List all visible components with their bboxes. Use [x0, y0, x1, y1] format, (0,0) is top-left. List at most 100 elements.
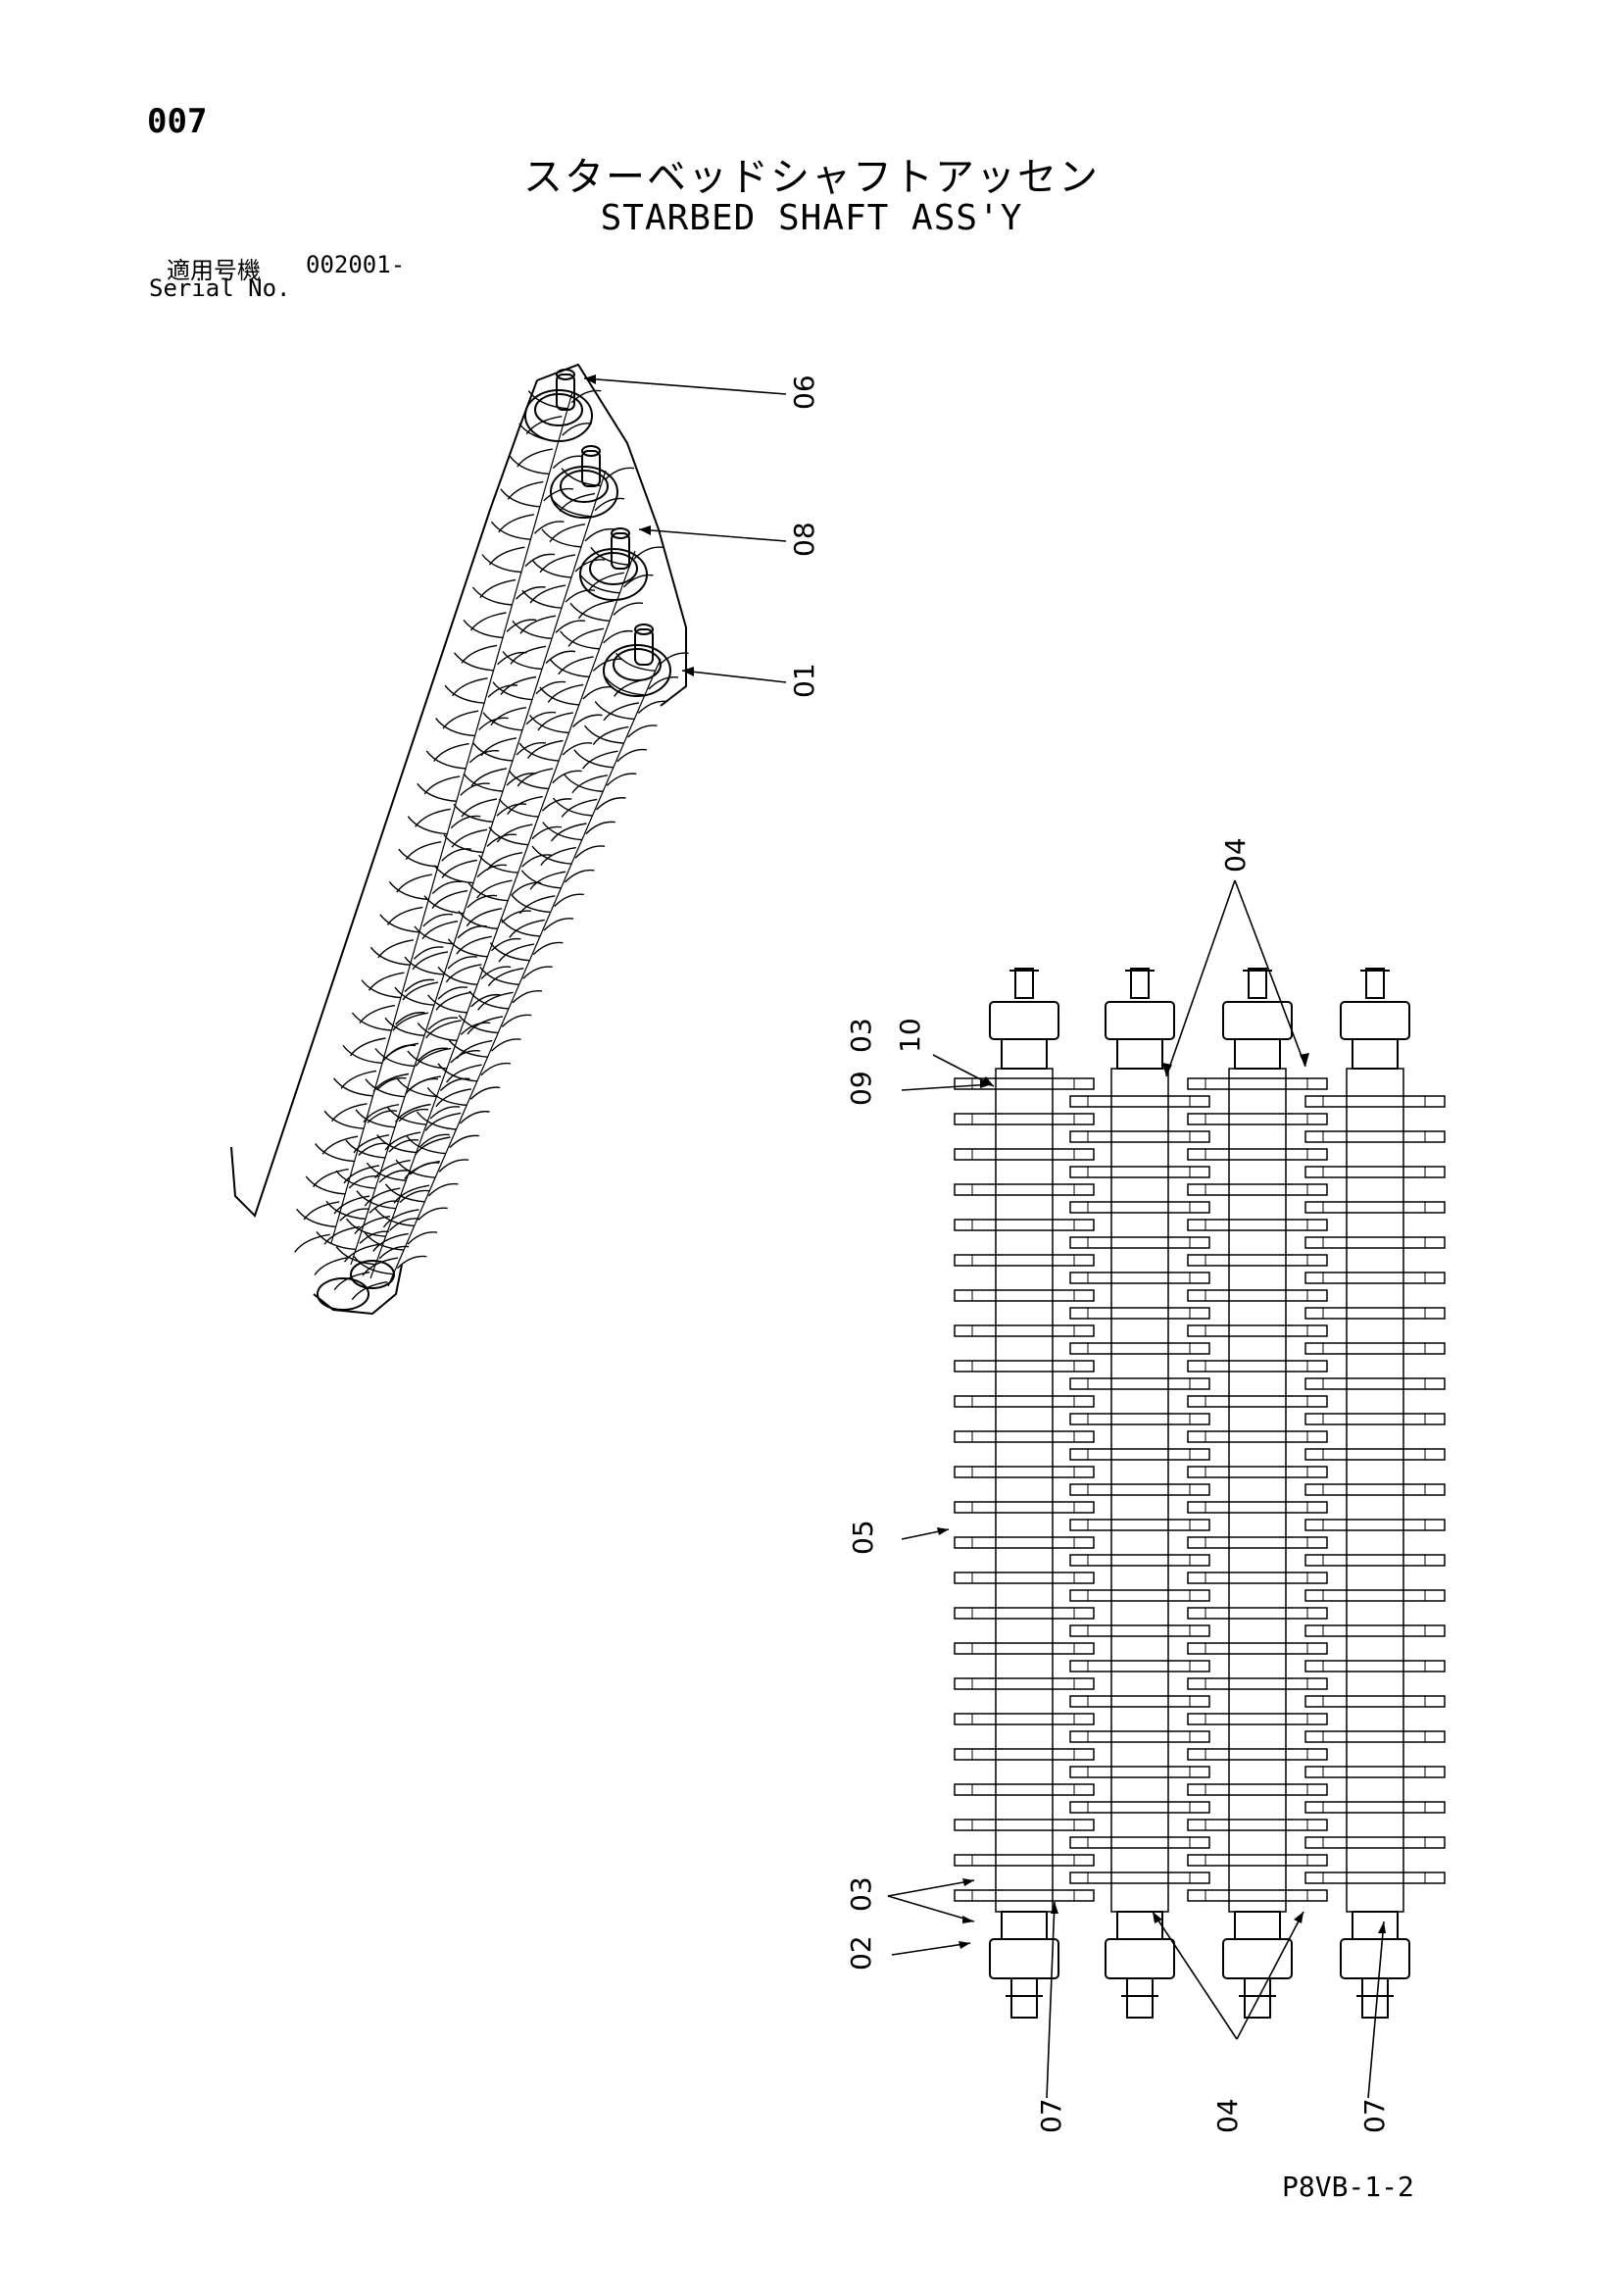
star-disc: [954, 1183, 1095, 1196]
star-disc: [954, 1607, 1095, 1620]
star-disc: [1069, 1801, 1210, 1814]
star-tine: [525, 389, 602, 435]
star-disc: [1187, 1360, 1328, 1373]
star-disc: [1187, 1854, 1328, 1867]
bearing-collar: [613, 648, 662, 681]
star-tine: [392, 986, 468, 1031]
front-view: [954, 968, 1446, 2019]
star-tine: [353, 1108, 429, 1154]
star-tine: [404, 1134, 479, 1180]
star-tine: [424, 1086, 501, 1131]
collar-bottom: [1001, 1911, 1048, 1940]
star-disc: [1069, 1695, 1210, 1708]
callout-05: 05: [847, 1520, 879, 1555]
star-disc: [1069, 1095, 1210, 1108]
star-disc: [1304, 1342, 1446, 1355]
star-tine: [561, 773, 637, 818]
star-tine: [343, 1139, 419, 1184]
callout-01: 01: [788, 663, 820, 698]
star-tine: [469, 586, 546, 631]
star-disc: [954, 1889, 1095, 1902]
star-tine: [435, 966, 512, 1011]
page-number: 007: [147, 102, 208, 141]
star-disc: [1304, 1236, 1446, 1249]
shaft-tip: [634, 624, 654, 635]
bearing-housing: [579, 548, 648, 601]
title-japanese: スターベッドシャフトアッセン: [523, 155, 1100, 200]
star-tine: [540, 821, 615, 867]
bearing-collar: [534, 393, 583, 426]
callout-03-top: 03: [845, 1018, 877, 1053]
star-disc: [1069, 1624, 1210, 1637]
star-disc: [1069, 1519, 1210, 1531]
star-disc: [954, 1536, 1095, 1549]
star-disc: [1304, 1130, 1446, 1143]
frame-edge: [230, 379, 538, 1218]
star-disc: [1187, 1819, 1328, 1831]
serial-value: 002001-: [306, 251, 406, 278]
star-tine: [442, 684, 518, 729]
bearing-housing-top: [1340, 1001, 1410, 1040]
star-disc: [1187, 1148, 1328, 1161]
callout-06: 06: [788, 374, 820, 410]
star-tine: [423, 749, 500, 795]
star-tine: [431, 864, 508, 909]
star-tine: [384, 1106, 461, 1151]
star-tine: [294, 1208, 369, 1253]
callout-10: 10: [894, 1018, 926, 1053]
star-tine: [425, 993, 501, 1039]
star-tine: [559, 467, 635, 512]
star-tine: [558, 629, 633, 675]
star-disc: [1304, 1554, 1446, 1567]
bearing-housing-top: [989, 1001, 1059, 1040]
shaft-tip: [556, 369, 575, 380]
star-tine: [372, 1047, 449, 1092]
star-tine: [372, 1207, 448, 1252]
star-disc: [954, 1783, 1095, 1796]
star-disc: [1187, 1501, 1328, 1514]
star-tine: [415, 1022, 491, 1067]
star-disc: [954, 1324, 1095, 1337]
collar-bottom: [1352, 1911, 1399, 1940]
star-disc: [1069, 1589, 1210, 1602]
star-disc: [1187, 1572, 1328, 1584]
star-tine: [377, 913, 453, 959]
shaft-line: [387, 658, 662, 1287]
star-tine: [516, 423, 592, 468]
star-tine: [476, 854, 552, 899]
star-tine: [421, 894, 498, 940]
star-tine: [539, 527, 615, 574]
title-english: STARBED SHAFT ASS'Y: [600, 198, 1023, 238]
star-tine: [386, 880, 463, 925]
star-tine: [498, 918, 574, 963]
shaft-tip: [611, 527, 630, 539]
shaft-body: [1346, 1068, 1404, 1913]
star-disc: [1304, 1730, 1446, 1743]
star-disc: [1187, 1254, 1328, 1267]
star-tine: [487, 941, 564, 987]
star-disc: [1304, 1872, 1446, 1884]
star-disc: [1187, 1324, 1328, 1337]
star-disc: [1069, 1272, 1210, 1284]
star-tine: [456, 1014, 532, 1059]
callout-08: 08: [788, 522, 820, 557]
star-disc: [1304, 1801, 1446, 1814]
star-disc: [1304, 1695, 1446, 1708]
star-tine: [488, 521, 565, 566]
callout-labels: 06 08 01 04 03 10 09 05 03 02 07 04 07: [788, 374, 1391, 2133]
star-tine: [467, 989, 543, 1035]
star-tine: [592, 700, 668, 745]
star-disc: [954, 1289, 1095, 1302]
bearing-housing-bottom: [1222, 1938, 1293, 1979]
star-disc: [954, 1219, 1095, 1231]
star-disc: [1069, 1236, 1210, 1249]
bearing-housing-top: [1105, 1001, 1175, 1040]
star-disc: [954, 1677, 1095, 1690]
shaft-stub-bottom: [1010, 1977, 1038, 2019]
star-tine: [582, 724, 658, 770]
callout-09: 09: [845, 1071, 877, 1106]
star-disc: [954, 1819, 1095, 1831]
star-tine: [396, 848, 471, 893]
star-tine: [577, 574, 654, 620]
